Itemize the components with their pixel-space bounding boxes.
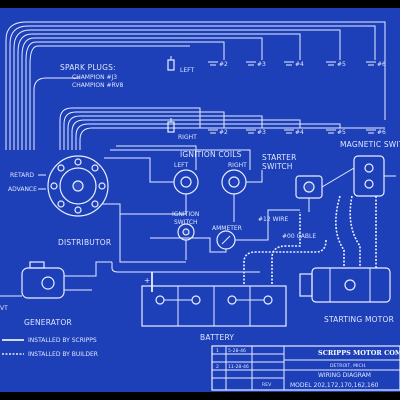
retard-label: RETARD: [10, 172, 34, 179]
ignition-switch: [177, 223, 195, 260]
generator-partial-label: VT: [0, 305, 8, 312]
spark-plugs-title: SPARK PLUGS:: [60, 63, 116, 72]
plug-left-num-4: #4: [295, 61, 304, 68]
company-name: SCRIPPS MOTOR COM: [318, 349, 400, 357]
rev-2-number: 2: [216, 364, 219, 370]
plug-right-num-3: #3: [257, 129, 266, 136]
ignition-switch-label-1: IGNITION: [172, 211, 199, 218]
plug-left-num-6: #6: [377, 61, 386, 68]
spark-plugs-spec-2: CHAMPION #RV8: [72, 82, 123, 89]
plug-right-label: RIGHT: [178, 134, 197, 141]
distributor: [38, 155, 109, 217]
generator: [0, 261, 112, 299]
coil-left-label: LEFT: [174, 162, 188, 169]
wire-12-label: #12 WIRE: [258, 216, 288, 223]
ignition-switch-label-2: SWITCH: [174, 219, 198, 226]
drawing-title: WIRING DIAGRAM: [318, 372, 371, 379]
rev-1-number: 1: [216, 348, 219, 354]
spark-plug-harness: [5, 21, 386, 150]
starter-switch-label-1: STARTER: [262, 153, 297, 162]
magnetic-switch: [321, 155, 396, 197]
plug-right-num-4: #4: [295, 129, 304, 136]
cable-00-b: [243, 239, 327, 284]
generator-label: GENERATOR: [24, 318, 72, 327]
coil-right-label: RIGHT: [228, 162, 247, 169]
spark-plug-row-left: [167, 56, 376, 71]
plug-right-num-6: #6: [377, 129, 386, 136]
plug-right-num-5: #5: [337, 129, 346, 136]
title-block: [211, 345, 400, 391]
starter-switch-label-2: SWITCH: [262, 162, 293, 171]
distributor-label: DISTRIBUTOR: [58, 238, 111, 247]
wire-ammeter-feed: [150, 237, 227, 253]
cable-00: [271, 212, 301, 284]
ignition-coils: [102, 145, 263, 222]
model-numbers: MODEL 202,172,170,162,160: [290, 382, 379, 389]
ammeter-label: AMMETER: [212, 225, 242, 232]
ignition-coils-label: IGNITION COILS: [180, 150, 242, 159]
starting-motor-label: STARTING MOTOR: [324, 315, 394, 324]
battery: [141, 272, 287, 327]
plug-left-num-5: #5: [337, 61, 346, 68]
magnetic-switch-label: MAGNETIC SWITCH: [340, 140, 400, 149]
rev-2-date: 11-28-46: [228, 364, 249, 370]
legend: [2, 339, 24, 355]
plug-left-label: LEFT: [180, 67, 194, 74]
plug-left-num-3: #3: [257, 61, 266, 68]
plug-left-num-2: #2: [219, 61, 228, 68]
cable-00-label: #00 CABLE: [282, 233, 316, 240]
spark-plugs-spec-1: CHAMPION #J3: [72, 74, 117, 81]
legend-builder: INSTALLED BY BUILDER: [28, 351, 98, 358]
battery-plus-label: +: [144, 276, 150, 285]
spark-plug-row-right: [167, 118, 376, 134]
wire-ign-feed: [119, 214, 186, 263]
rev-mark: REV: [262, 382, 272, 388]
starting-motor: [299, 267, 391, 303]
plug-right-num-2: #2: [219, 129, 228, 136]
company-location: DETROIT, MICH.: [330, 363, 367, 369]
rev-1-date: 5-28-46: [228, 348, 246, 354]
legend-scripps: INSTALLED BY SCRIPPS: [28, 337, 97, 344]
advance-label: ADVANCE: [8, 186, 37, 193]
battery-label: BATTERY: [200, 333, 234, 342]
wire-gen-loop: [111, 262, 260, 273]
